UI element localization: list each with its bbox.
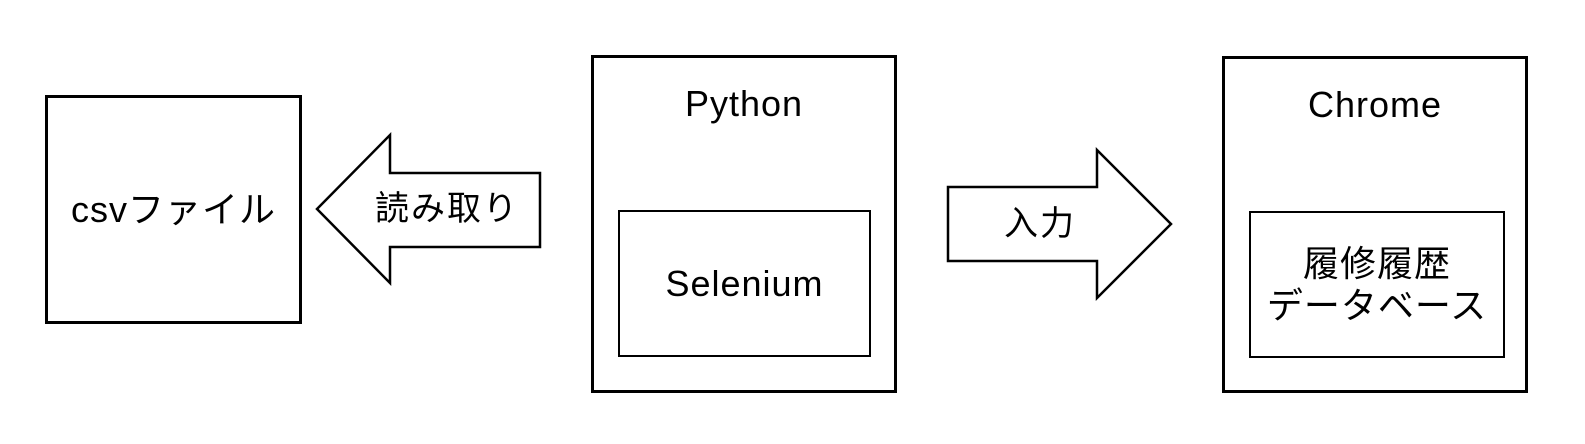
course-history-database-label-line1: 履修履歴 [1302, 242, 1451, 284]
read-arrow-label: 読み取り [375, 190, 519, 228]
input-arrow [946, 146, 1173, 302]
python-title: Python [684, 83, 804, 124]
chrome-title: Chrome [1307, 84, 1443, 125]
selenium-label: Selenium [665, 262, 824, 304]
right-arrow-shape [946, 146, 1173, 302]
python-box: Python Selenium [591, 55, 897, 393]
csv-file-box: csvファイル [45, 95, 302, 324]
csv-file-label: csvファイル [70, 188, 276, 230]
course-history-database-box: 履修履歴 データベース [1249, 211, 1505, 358]
left-arrow-shape [315, 131, 542, 287]
chrome-box: Chrome 履修履歴 データベース [1222, 56, 1528, 393]
selenium-box: Selenium [618, 210, 871, 357]
input-arrow-label: 入力 [1004, 205, 1076, 243]
course-history-database-label-line2: データベース [1266, 284, 1488, 326]
read-arrow [315, 131, 542, 287]
